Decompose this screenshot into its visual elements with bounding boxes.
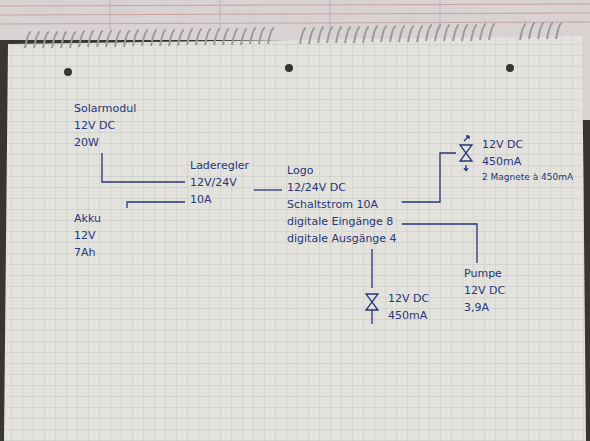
label-text: 3,9A [464, 299, 505, 316]
label-text: Schaltstrom 10A [287, 196, 397, 213]
wire-connector [371, 249, 372, 288]
label-text: 12/24V DC [287, 179, 397, 196]
component-label: Akku12V7Ah [72, 210, 103, 261]
label-text: Logo [287, 162, 397, 179]
label-text: 12V/24V [190, 174, 249, 191]
component-label: Logo12/24V DCSchaltstrom 10Adigitale Ein… [285, 162, 399, 247]
label-text: Laderegler [190, 157, 249, 174]
label-text: digitale Ausgänge 4 [287, 230, 397, 247]
valve-label: 12V DC450mA [362, 290, 431, 324]
label-text: 450mA [388, 307, 429, 324]
label-text: 12V [74, 227, 101, 244]
label-text: 12V DC [482, 136, 573, 153]
wire-connector [402, 224, 477, 263]
label-text: 450mA [482, 153, 573, 170]
label-text: 7Ah [74, 244, 101, 261]
label-text: Pumpe [464, 265, 505, 282]
label-text: 12V DC [464, 282, 505, 299]
wire-connector [254, 189, 282, 190]
label-text: 2 Magnete à 450mA [482, 170, 573, 185]
component-label: Pumpe12V DC3,9A [462, 265, 507, 316]
component-label: Laderegler12V/24V10A [188, 157, 251, 208]
label-text: 12V DC [74, 117, 136, 134]
label-text: 10A [190, 191, 249, 208]
label-text: digitale Eingänge 8 [287, 213, 397, 230]
valve-label: 12V DC450mA2 Magnete à 450mA [458, 136, 575, 185]
wire-connector [127, 202, 185, 208]
label-text: Solarmodul [74, 100, 136, 117]
wire-connector [402, 153, 456, 202]
component-label: Solarmodul12V DC20W [72, 100, 138, 151]
label-text: 12V DC [388, 290, 429, 307]
label-text: 20W [74, 134, 136, 151]
label-text: Akku [74, 210, 101, 227]
wire-connector [102, 153, 185, 182]
